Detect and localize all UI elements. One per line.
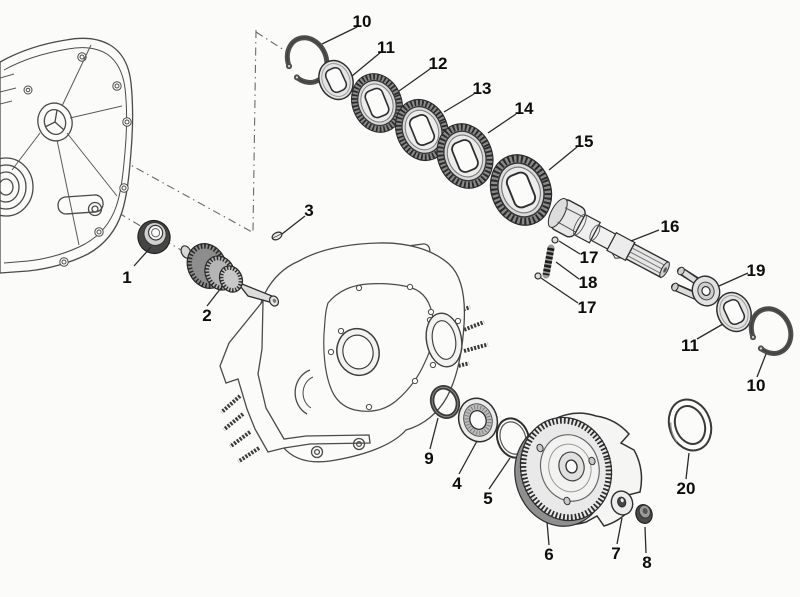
- cover-bearing-boss: [0, 157, 34, 217]
- part-label-6: 6: [544, 545, 553, 564]
- part-label-18: 18: [579, 273, 598, 292]
- part-labels: 1 2 3 10 11 12 13 14 15 16 17 18 17 19 1…: [122, 12, 765, 572]
- part-label-11-top: 11: [377, 38, 395, 57]
- part-label-14: 14: [515, 99, 534, 118]
- clutch-cover: [0, 37, 134, 274]
- part-label-10-top: 10: [353, 12, 372, 31]
- crankcase-mount-bracket: [216, 299, 371, 464]
- part-17-pin-lower: [534, 272, 542, 280]
- part-17-pin-upper: [551, 236, 559, 244]
- part-label-13: 13: [473, 79, 492, 98]
- part-label-20: 20: [677, 479, 696, 498]
- part-3-key: [271, 231, 283, 241]
- part-label-16: 16: [661, 217, 680, 236]
- crankcase-side-boss: [425, 308, 463, 369]
- part-label-19: 19: [747, 261, 766, 280]
- crankcase-main-bore: [336, 327, 380, 377]
- part-16-spindle: [547, 197, 670, 279]
- part-19-ratchet: [671, 266, 721, 307]
- cover-ribs: [11, 44, 123, 246]
- part-7-washer: [610, 490, 634, 516]
- part-label-12: 12: [429, 54, 448, 73]
- crankcase: [216, 242, 490, 464]
- part-label-8: 8: [642, 553, 651, 572]
- part-label-11-right: 11: [681, 336, 699, 355]
- part-20-seal-ring: [667, 398, 713, 452]
- crankcase-feet: [310, 437, 366, 459]
- part-label-9: 9: [424, 449, 433, 468]
- part-9-shim: [429, 385, 461, 419]
- part-label-17-lower: 17: [578, 298, 597, 317]
- part-label-10-right: 10: [747, 376, 766, 395]
- part-label-4: 4: [452, 474, 462, 493]
- part-label-3: 3: [304, 201, 313, 220]
- leader-lines: [133, 26, 767, 554]
- part-18-spring: [542, 244, 555, 279]
- part-1-bearing: [137, 219, 171, 255]
- cover-bolt-holes: [23, 52, 132, 267]
- part-label-5: 5: [483, 489, 492, 508]
- part-2-gear-shaft: [180, 243, 280, 307]
- cover-edge-details: [0, 73, 17, 105]
- part-label-1: 1: [122, 268, 131, 287]
- part-6-clutch-bell: [514, 412, 643, 527]
- part-label-7: 7: [611, 544, 620, 563]
- part-8-nut: [635, 504, 653, 524]
- part-label-17-upper: 17: [580, 248, 599, 267]
- part-label-2: 2: [202, 306, 211, 325]
- part-label-15: 15: [575, 132, 594, 151]
- cover-slot: [57, 194, 104, 217]
- part-4-bearing: [457, 397, 499, 443]
